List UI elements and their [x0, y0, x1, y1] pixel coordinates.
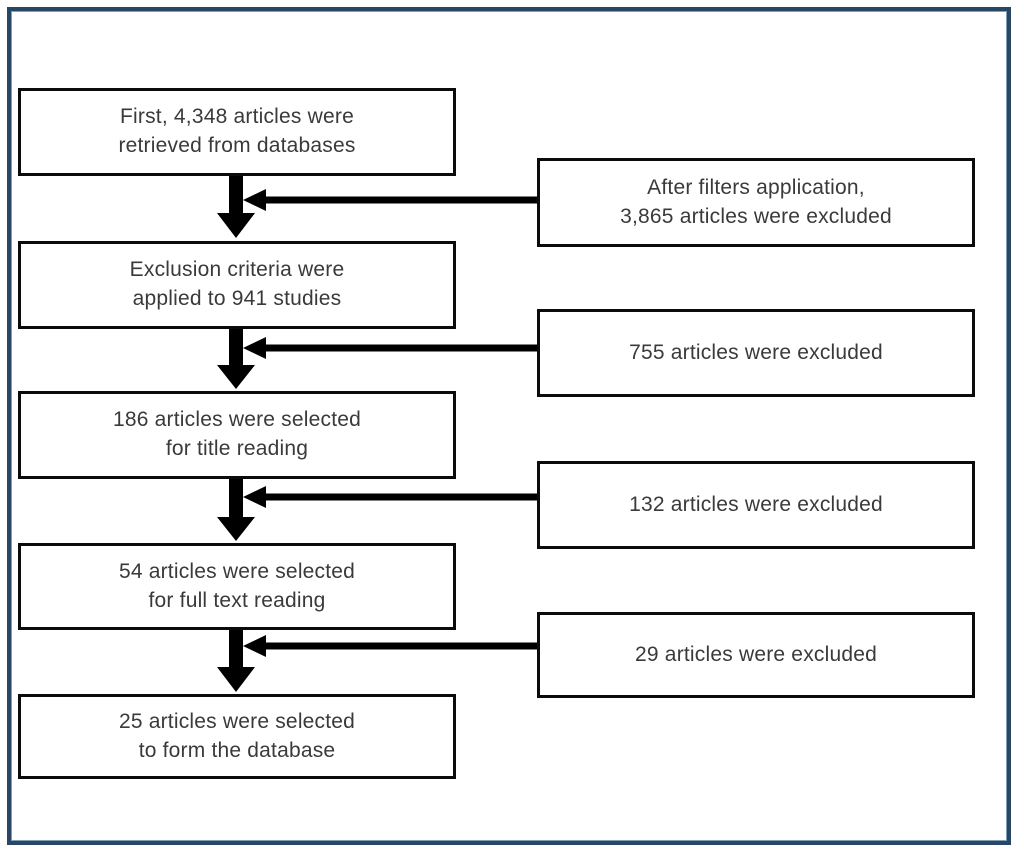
- exclusion-box-29: 29 articles were excluded: [537, 612, 975, 698]
- flow-box-title-reading: 186 articles were selected for title rea…: [18, 391, 456, 479]
- flow-box-full-text-reading: 54 articles were selected for full text …: [18, 543, 456, 630]
- down-arrow-4: [217, 628, 255, 692]
- down-arrow-3: [217, 477, 255, 541]
- exclusion-arrow-3: [243, 486, 540, 508]
- exclusion-arrow-1: [243, 189, 540, 211]
- exclusion-arrow-2: [243, 337, 540, 359]
- flow-box-exclusion-criteria: Exclusion criteria were applied to 941 s…: [18, 241, 456, 329]
- down-arrow-1: [217, 174, 255, 238]
- exclusion-box-filters: After filters application, 3,865 article…: [537, 158, 975, 247]
- down-arrow-2: [217, 327, 255, 389]
- exclusion-box-132: 132 articles were excluded: [537, 461, 975, 549]
- figure-border-frame: [7, 7, 1011, 845]
- exclusion-box-755: 755 articles were excluded: [537, 309, 975, 397]
- flow-box-database: 25 articles were selected to form the da…: [18, 694, 456, 779]
- exclusion-arrow-4: [243, 635, 540, 657]
- flow-box-retrieved: First, 4,348 articles were retrieved fro…: [18, 88, 456, 176]
